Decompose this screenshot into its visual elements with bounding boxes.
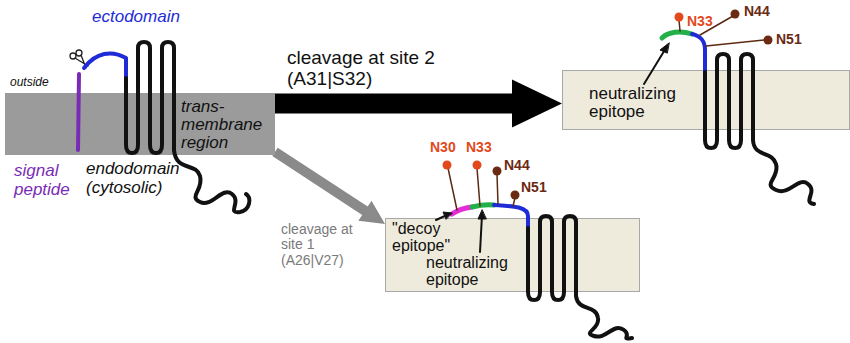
decoy-epitope-chain [452,207,472,214]
membrane-box: trans-membrane region [5,93,275,155]
glycan-site: N33 [466,140,500,155]
glycan-site: N33 [687,14,727,29]
glycan-dot [511,191,520,200]
domain-label: signal peptide [14,162,80,199]
domain-label: ectodomain [92,8,202,27]
glycan-dot [443,161,452,170]
neutralizing-epitope-chain [472,205,494,207]
box-text: neutralizing epitope [589,85,697,121]
glycan-dot [473,161,482,170]
neutralizing-epitope-chain [662,32,692,38]
region-label: outside [10,76,80,89]
glycan-dot [493,167,502,176]
glycan-stem [448,168,515,210]
glycan-dot [764,36,773,45]
endodomain-chain [174,150,249,212]
box-text: neutralizing epitope [426,255,522,289]
arrow-label: cleavage at site 2 (A31|S32) [287,48,487,90]
glycan-site: N44 [744,4,784,19]
leader-arrowhead [660,43,669,53]
glycan-site: N51 [521,180,555,195]
ectodomain-chain [692,34,705,72]
cleavage-arrow [272,148,385,224]
glycan-dot [675,13,684,22]
scissors-symbol [70,50,88,68]
box-text: "decoy epitope" [392,221,472,255]
ectodomain-chain [84,53,126,78]
glycan-site: N51 [776,32,816,47]
glycan-dot [731,10,740,19]
domain-label: endodomain (cytosolic) [86,160,178,197]
arrow-label: cleavage at site 1 (A26|V27) [281,222,371,268]
glycan-site: N44 [504,158,538,173]
glycan-site: N30 [430,140,464,155]
membrane-box: "decoy epitope"neutralizing epitope [385,218,640,292]
membrane-box: neutralizing epitope [562,70,850,130]
box-text: trans-membrane region [181,98,269,152]
